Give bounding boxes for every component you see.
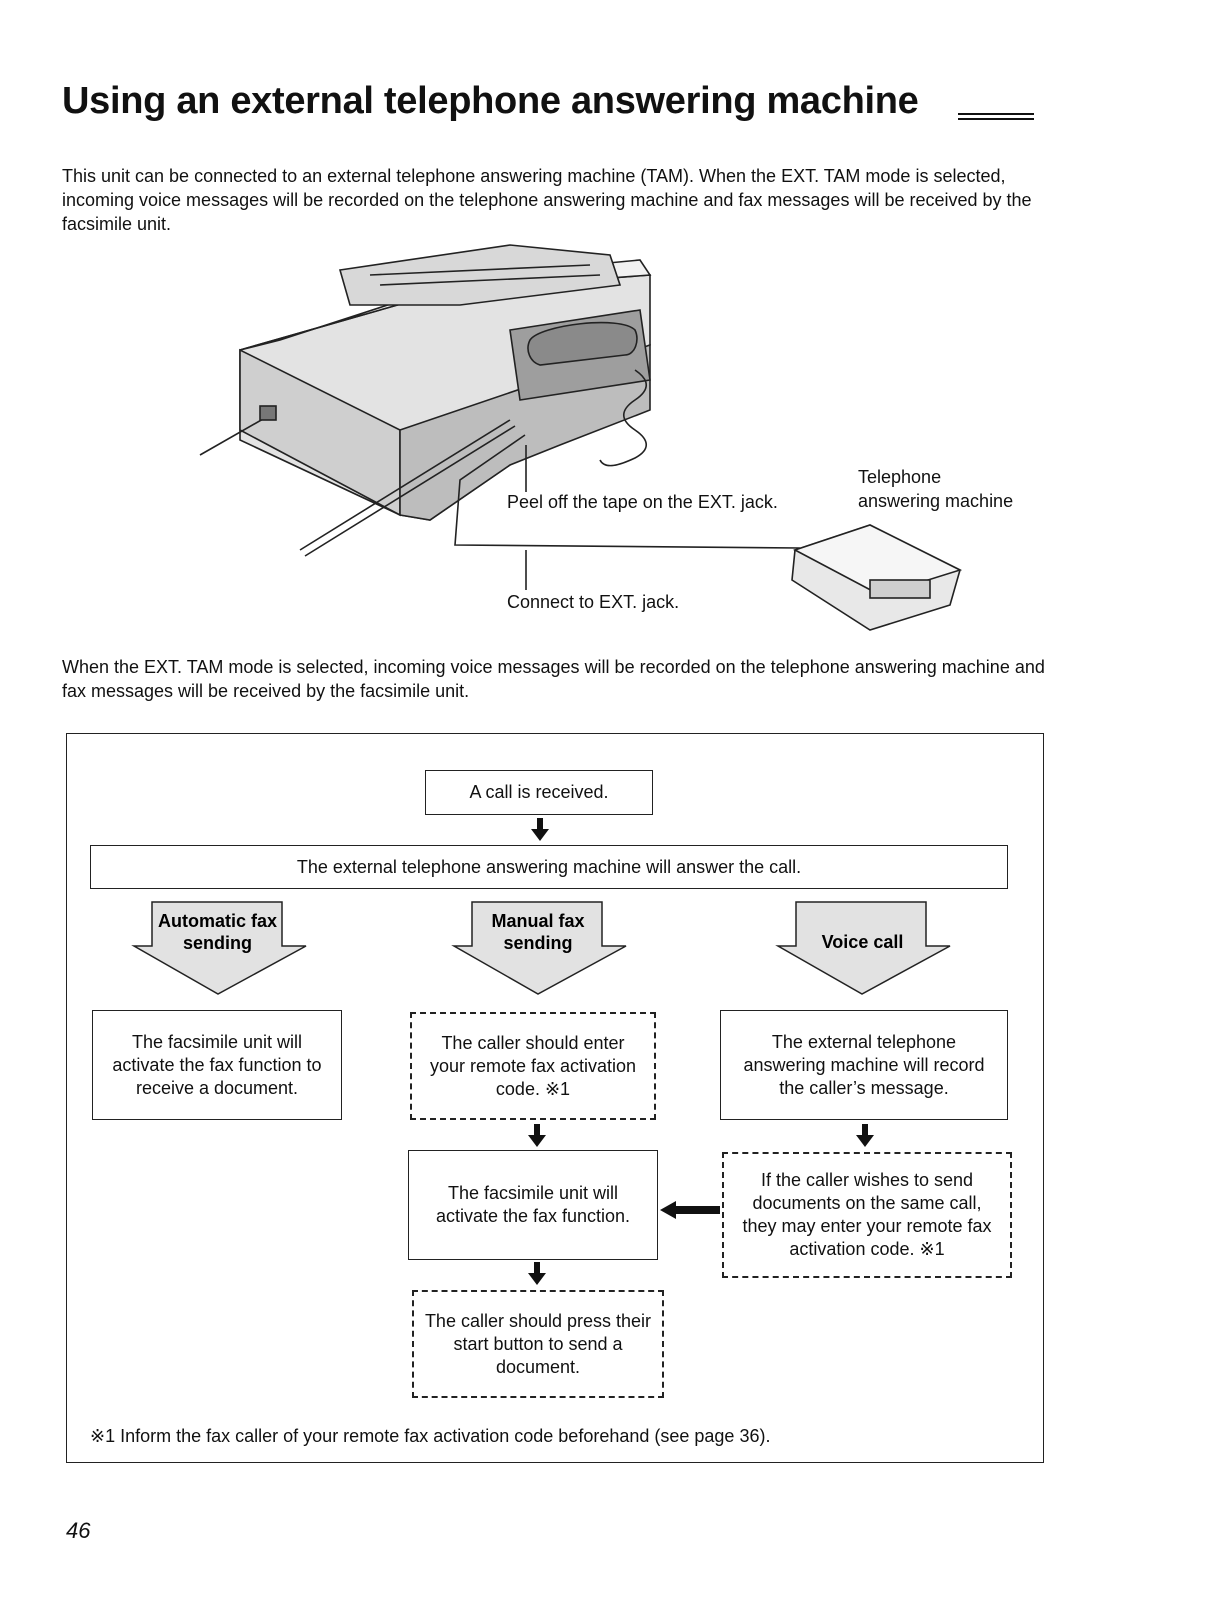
automatic-mode-arrow-icon (131, 901, 307, 995)
footnote: ※1 Inform the fax caller of your remote … (90, 1426, 771, 1446)
fax-activate-box: The facsimile unit will activate the fax… (408, 1150, 658, 1260)
flowchart-frame (66, 733, 1044, 1463)
page-title: Using an external telephone answering ma… (62, 80, 919, 122)
voice-record-box: The external telephone answering machine… (720, 1010, 1008, 1120)
automatic-result-box: The facsimile unit will activate the fax… (92, 1010, 342, 1120)
arrow-down-icon (528, 1124, 546, 1147)
arrow-down-icon (531, 818, 549, 841)
tam-caption-line1: Telephone (858, 467, 942, 487)
mode-paragraph: When the EXT. TAM mode is selected, inco… (62, 657, 1045, 701)
intro-paragraph: This unit can be connected to an externa… (62, 166, 1032, 234)
arrow-left-icon (660, 1201, 720, 1219)
tam-answers-box: The external telephone answering machine… (90, 845, 1008, 889)
title-rule (958, 113, 1034, 115)
fax-tam-illustration (199, 244, 963, 631)
page-number: 46 (66, 1518, 91, 1543)
title-rule (958, 118, 1034, 120)
call-received-box: A call is received. (425, 770, 653, 815)
voice-mode-label: Voice call (821, 932, 904, 952)
arrow-down-icon (528, 1262, 546, 1285)
tam-caption-line2: answering machine (858, 491, 1014, 511)
manual-mode-arrow-icon (451, 901, 627, 995)
arrow-down-icon (856, 1124, 874, 1147)
connect-jack-caption: Connect to EXT. jack. (507, 592, 680, 612)
manual-code-box: The caller should enter your remote fax … (410, 1012, 656, 1120)
press-start-box: The caller should press their start butt… (412, 1290, 664, 1398)
peel-tape-caption: Peel off the tape on the EXT. jack. (507, 492, 778, 512)
voice-send-code-box: If the caller wishes to send documents o… (722, 1152, 1012, 1278)
voice-mode-arrow-icon (775, 901, 951, 995)
automatic-mode-label: Automatic fax sending (157, 911, 278, 953)
manual-mode-label: Manual fax sending (491, 911, 585, 953)
